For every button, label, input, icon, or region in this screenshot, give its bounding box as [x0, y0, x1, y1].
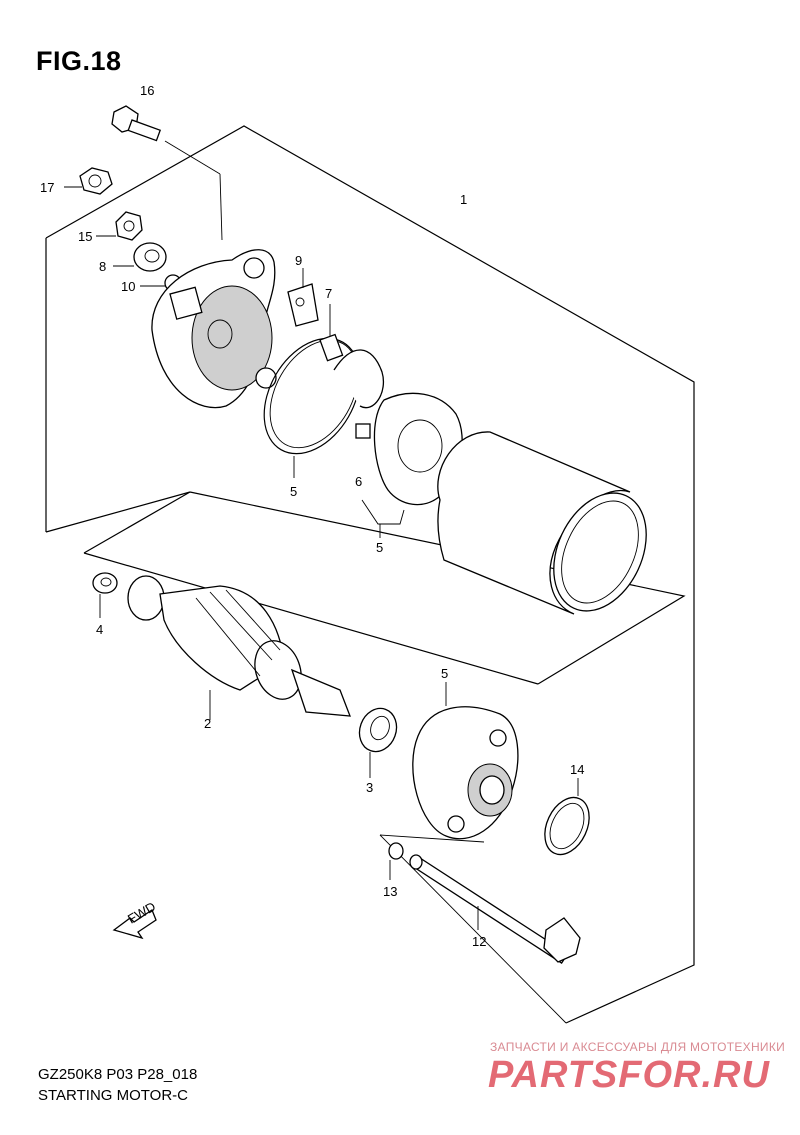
part-17-nut: [64, 167, 113, 195]
callout-15: 15: [78, 229, 92, 244]
part-3-oil-seal: [358, 707, 398, 778]
callout-6: 5: [376, 540, 383, 555]
diagram-caption: STARTING MOTOR-C: [38, 1087, 188, 1104]
part-yoke: [437, 431, 647, 615]
watermark-tagline: ЗАПЧАСТИ И АКСЕССУАРЫ ДЛЯ МОТОТЕХНИКИ: [490, 1040, 786, 1054]
part-8-terminal: [319, 304, 385, 409]
part-16-bolt: [111, 105, 223, 241]
part-15-nut: [96, 211, 143, 241]
part-14-o-ring: [544, 778, 590, 856]
part-rear-housing: [151, 249, 277, 409]
callout-11: 10: [121, 279, 135, 294]
callout-10: 9: [295, 253, 302, 268]
part-2-armature: [127, 575, 351, 720]
callout-13: 13: [383, 884, 397, 899]
callout-8: 7: [325, 286, 332, 301]
callout-5-lower: 5: [441, 666, 448, 681]
callout-5-upper: 5: [290, 484, 297, 499]
callout-17: 17: [40, 180, 54, 195]
part-12-through-bolt: [409, 854, 581, 964]
watermark-logo: PARTSFOR.RU: [488, 1054, 770, 1096]
figure-title: FIG.18: [36, 46, 122, 76]
part-13-o-ring: [388, 842, 404, 880]
callout-2: 2: [204, 716, 211, 731]
callout-1: 1: [460, 192, 467, 207]
part-5-o-ring-upper: [263, 337, 361, 478]
part-10-plate: [287, 268, 319, 327]
callout-7: 6: [355, 474, 362, 489]
callout-9: 8: [99, 259, 106, 274]
callout-16: 16: [140, 83, 154, 98]
part-5-front-bracket: [412, 682, 519, 840]
part-9-washer: [113, 242, 167, 272]
callout-3: 3: [366, 780, 373, 795]
callout-14: 14: [570, 762, 584, 777]
model-code: GZ250K8 P03 P28_018: [38, 1066, 198, 1083]
fwd-arrow-icon: FWD: [112, 899, 158, 940]
part-4-washer: [92, 572, 118, 618]
callout-12: 12: [472, 934, 486, 949]
callout-4: 4: [96, 622, 103, 637]
